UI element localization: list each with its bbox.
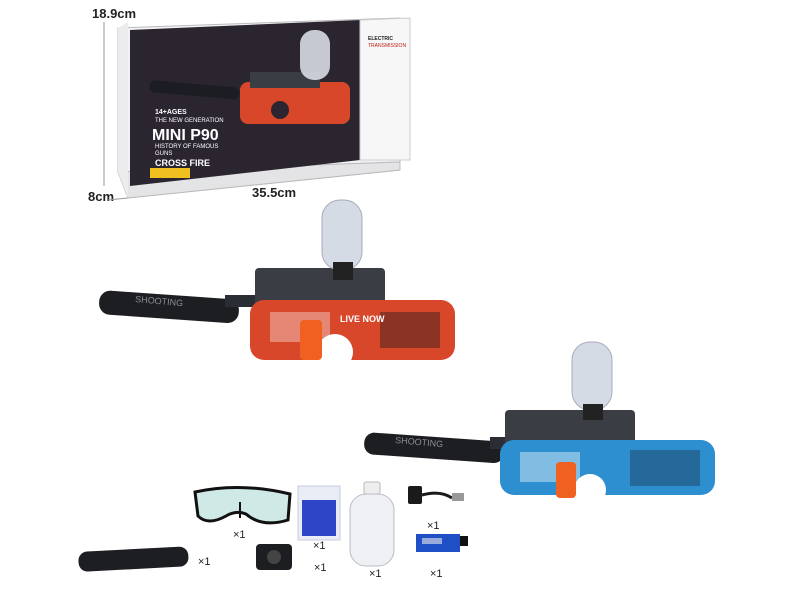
usb-charger (408, 486, 464, 504)
box-line1: THE NEW GENERATION (155, 118, 224, 124)
blue-hopper (571, 341, 613, 411)
charger-qty: ×1 (427, 520, 440, 532)
suppressor-qty: ×1 (198, 556, 211, 568)
box-age: 14+AGES (155, 109, 187, 116)
battery (416, 534, 468, 552)
box-model: MINI P90 (152, 127, 219, 144)
adapter (256, 544, 292, 570)
beads-bottle (349, 481, 395, 567)
red-slogan: LIVE NOW (340, 314, 385, 324)
adapter-qty: ×1 (314, 562, 327, 574)
battery-qty: ×1 (430, 568, 443, 580)
blue-barrel-label: SHOOTING (395, 435, 444, 449)
water-beads-bag (297, 485, 341, 541)
bottle-qty: ×1 (369, 568, 382, 580)
width-label: 35.5cm (252, 185, 297, 200)
box-line3: GUNS (155, 151, 172, 157)
red-hopper (321, 199, 363, 271)
depth-label: 8cm (88, 189, 115, 204)
blue-blaster: SHOOTING (364, 341, 715, 506)
goggles (193, 486, 292, 525)
box-line4: CROSS FIRE (155, 158, 210, 168)
goggles-qty: ×1 (233, 529, 246, 541)
box-side-sub: TRANSMISSION (368, 43, 406, 49)
beads-bag-qty: ×1 (313, 540, 326, 552)
warning-label (150, 168, 190, 178)
box-side-header: ELECTRIC (368, 36, 393, 42)
box-gun-image (149, 30, 350, 124)
red-blaster: LIVE NOW SHOOTING (99, 199, 455, 370)
suppressor (78, 546, 189, 572)
red-barrel-label: SHOOTING (135, 294, 184, 308)
box-line2: HISTORY OF FAMOUS (155, 144, 218, 150)
height-label: 18.9cm (92, 6, 137, 21)
